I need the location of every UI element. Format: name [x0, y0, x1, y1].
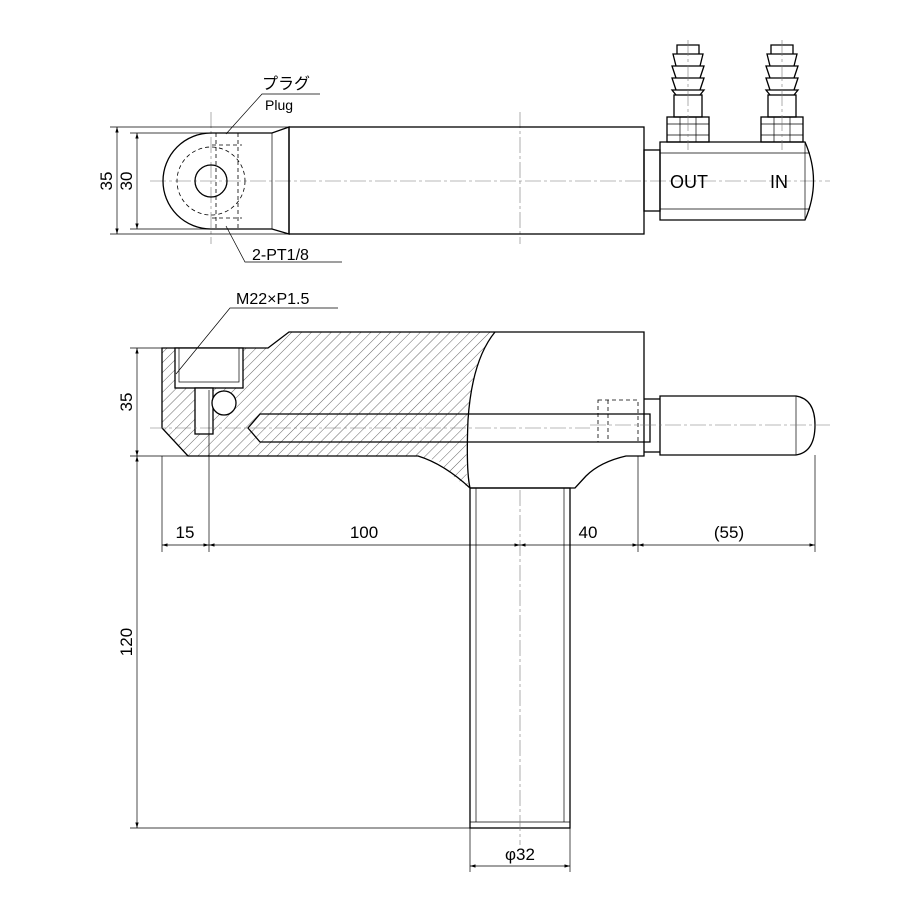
- dim-15-label: 15: [176, 523, 195, 542]
- dim-30-label: 30: [117, 172, 136, 191]
- port-thread-leader-line: [225, 225, 342, 263]
- dim-55-label: (55): [714, 523, 744, 542]
- dim-phi32-label: φ32: [505, 845, 535, 864]
- body-outline: [161, 331, 645, 489]
- hose-fitting-in: [760, 40, 804, 150]
- dim-35-top-label: 35: [97, 172, 116, 191]
- manifold-neck: [643, 149, 661, 212]
- hose-fitting-out: [666, 40, 710, 150]
- dim-120-label: 120: [117, 628, 136, 656]
- thread-root: [178, 347, 240, 383]
- front-view: 35 120 15 100 40 (55) φ32 M22×P1.5: [117, 291, 830, 872]
- section-boundary: [466, 331, 496, 489]
- dim-40-label: 40: [579, 523, 598, 542]
- plug-leader-line: [225, 93, 320, 135]
- handle-rod: [659, 395, 816, 456]
- thread-spec-leader-line: [175, 307, 338, 375]
- plug-label-en: Plug: [265, 97, 293, 113]
- plug-hole: [211, 390, 237, 416]
- eye-bore: [194, 164, 228, 198]
- dim-35-front-label: 35: [117, 393, 136, 412]
- eye-hidden-circle: [176, 146, 246, 216]
- coolant-passage: [247, 413, 651, 443]
- side-port: [194, 387, 214, 435]
- out-port-label: OUT: [670, 172, 708, 192]
- top-view: OUT IN 35 30 プラグ Plug 2-PT1/8: [97, 40, 830, 264]
- port-thread-label: 2-PT1/8: [252, 247, 309, 264]
- dim-100-label: 100: [350, 523, 378, 542]
- hidden-thread-end: [597, 399, 639, 443]
- body-section-hatch: [162, 332, 495, 488]
- in-port-label: IN: [770, 172, 788, 192]
- plug-label-jp: プラグ: [262, 75, 310, 93]
- thread-spec-label: M22×P1.5: [236, 291, 309, 308]
- threaded-port: [174, 347, 244, 389]
- main-body-outline: [288, 126, 645, 235]
